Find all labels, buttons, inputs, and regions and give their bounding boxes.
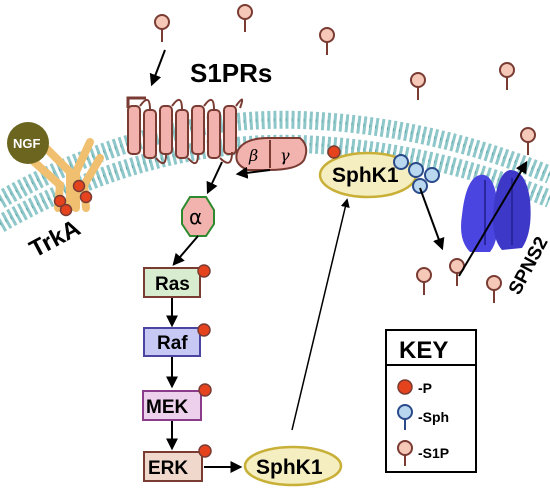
trka-label: TrkA xyxy=(25,214,85,263)
key-s1p-symbol xyxy=(397,440,413,466)
s1p-binding-arrow xyxy=(149,49,166,87)
ngf-ligand xyxy=(7,122,49,164)
sph-to-s1p-arrow xyxy=(419,187,445,251)
s1p-molecule xyxy=(237,4,253,32)
s1p-export-arrow xyxy=(458,160,528,277)
key-s1p-label: -S1P xyxy=(418,445,449,461)
key-sph-symbol xyxy=(397,404,413,430)
sphk1-translocation-arrow xyxy=(291,198,350,431)
ras-box xyxy=(143,264,211,298)
receptor-to-alpha-arrow xyxy=(206,161,223,195)
s1p-molecule xyxy=(486,275,502,303)
spns2-transporter xyxy=(461,170,531,252)
trka-receptor xyxy=(28,138,104,217)
sphk1-cytosolic xyxy=(243,445,343,487)
ras-label: Ras xyxy=(155,274,190,295)
s1p-molecule xyxy=(520,127,536,155)
receptor-label: S1PRs xyxy=(190,58,272,88)
beta-gamma-arrow xyxy=(235,166,271,179)
g-gamma-label: γ xyxy=(280,146,290,165)
raf-label: Raf xyxy=(157,333,188,354)
mek-box xyxy=(142,383,212,421)
sphk1-membrane-label: SphK1 xyxy=(332,164,399,187)
mek-label: MEK xyxy=(146,397,189,418)
key-phosphate-symbol xyxy=(397,379,413,395)
s1p-molecule xyxy=(499,62,515,90)
key-box xyxy=(385,329,477,473)
s1p-molecule xyxy=(319,27,335,55)
sphingosine-molecules xyxy=(393,154,440,194)
s1p-molecule xyxy=(416,267,432,295)
sphk1-cytosolic-label: SphK1 xyxy=(256,456,323,479)
raf-box xyxy=(143,323,211,357)
ngf-label: NGF xyxy=(13,136,41,151)
erk-label: ERK xyxy=(148,458,188,479)
g-alpha xyxy=(181,196,215,237)
alpha-to-ras-arrow xyxy=(172,235,199,266)
sphk1-phosphate xyxy=(327,145,341,159)
g-beta-label: β xyxy=(248,146,258,165)
g-alpha-label: α xyxy=(189,205,202,229)
s1pr-receptor xyxy=(126,96,244,165)
key-sph-label: -Sph xyxy=(418,409,449,425)
s1p-molecule xyxy=(410,72,426,100)
s1p-molecule xyxy=(154,14,170,42)
erk-box xyxy=(143,444,212,482)
key-title: KEY xyxy=(399,337,448,364)
extracellular-s1p-molecules xyxy=(154,4,536,303)
g-beta-gamma xyxy=(235,137,308,171)
key-phosphate-label: -P xyxy=(418,380,432,396)
